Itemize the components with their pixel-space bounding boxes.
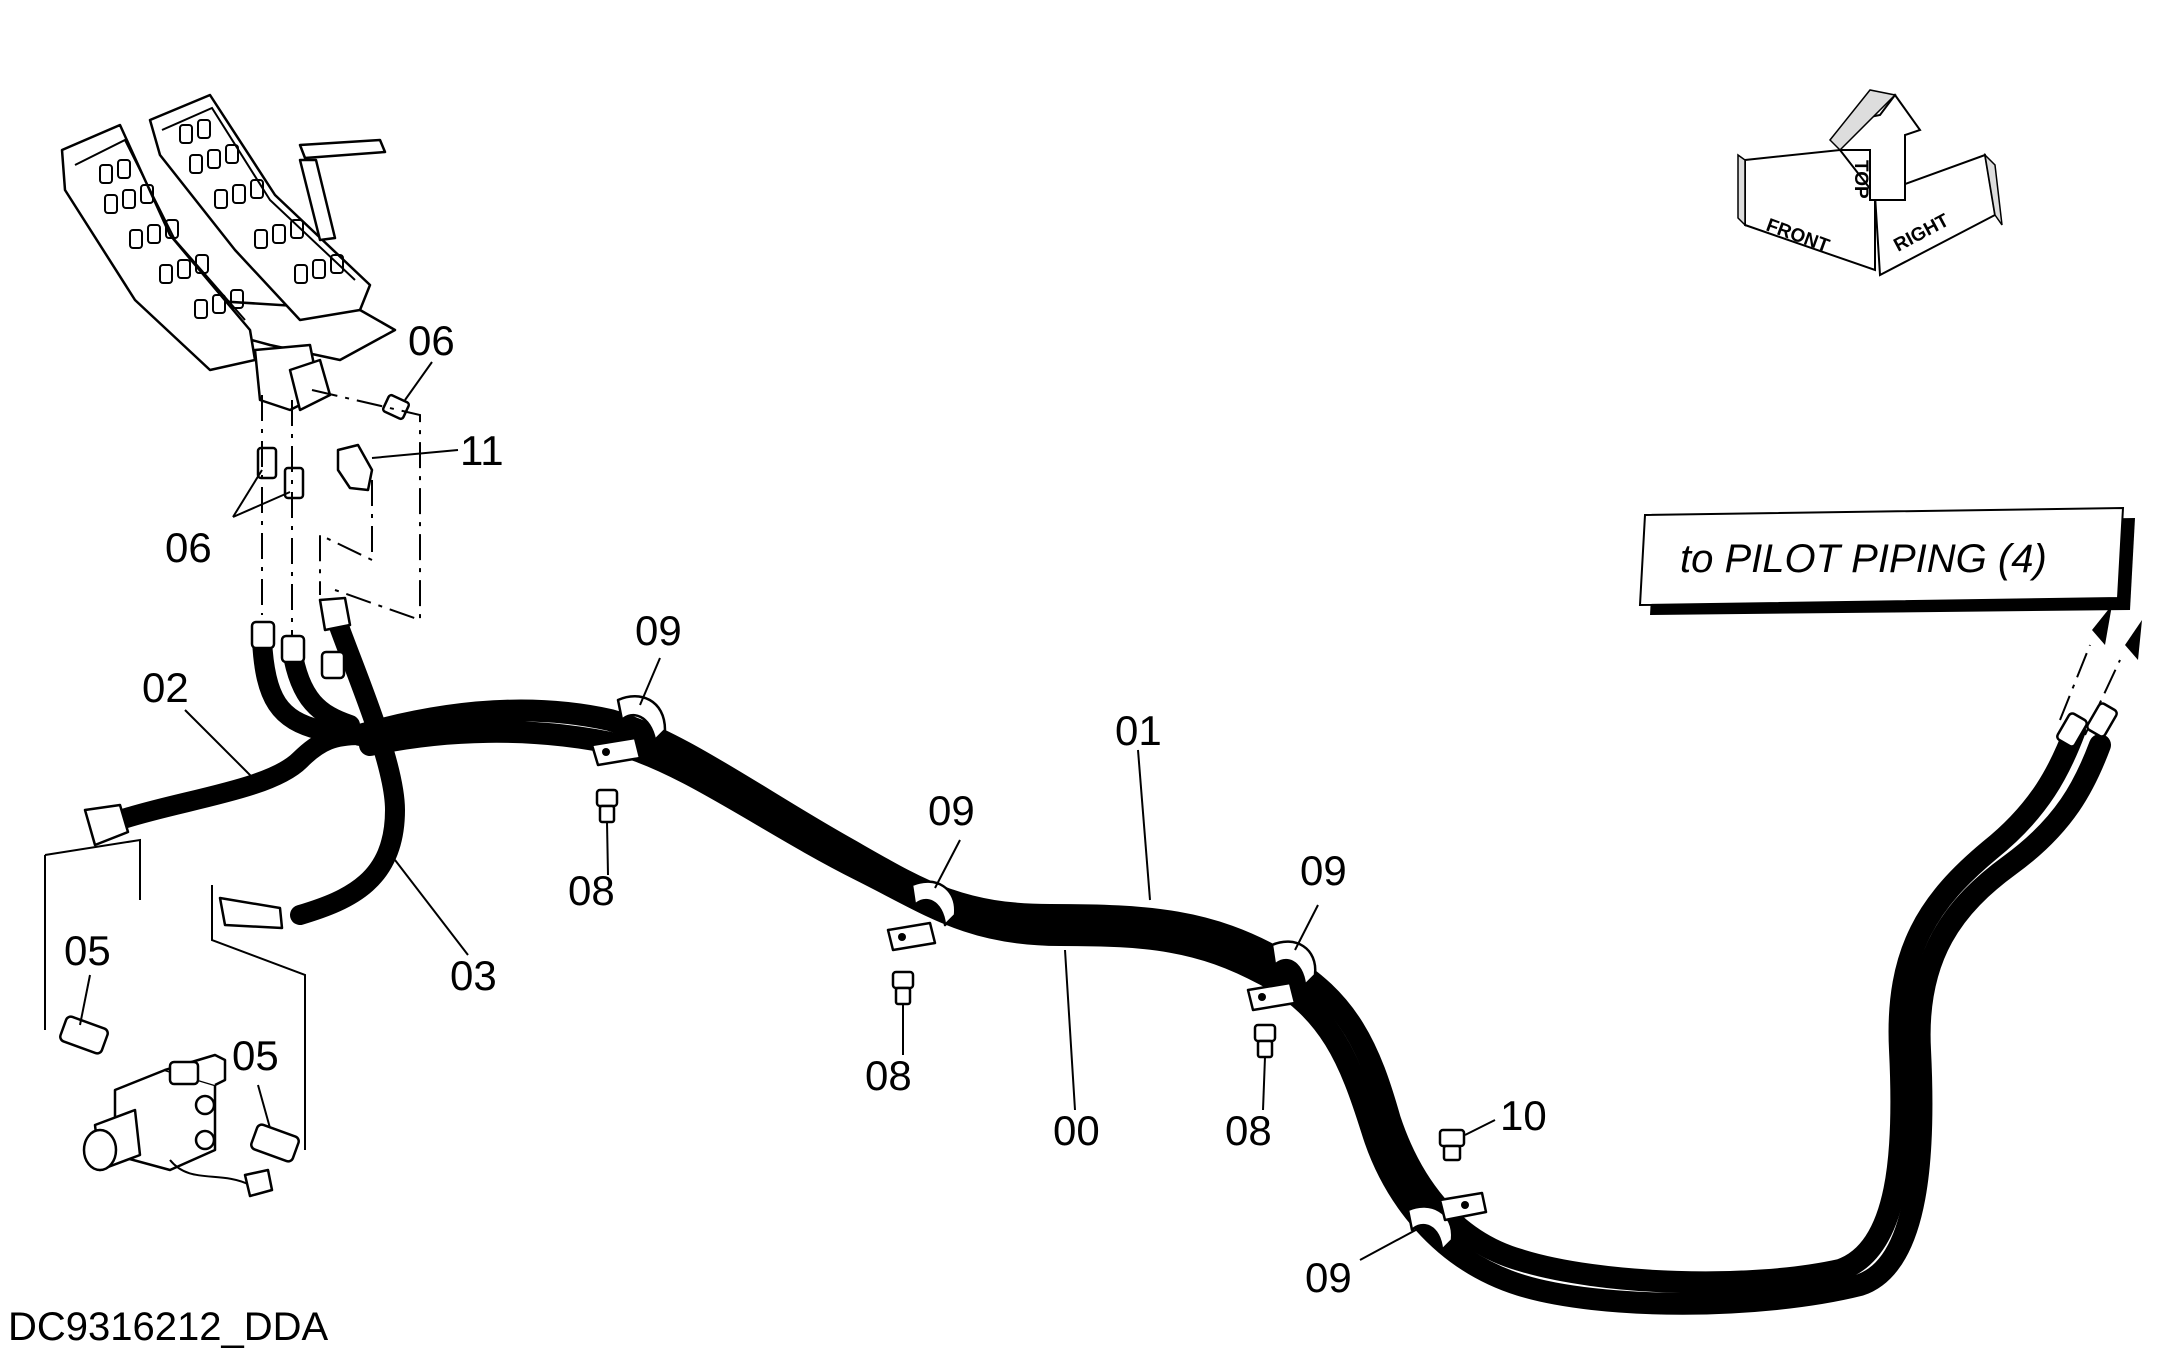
callout-10: 10 [1500, 1092, 1547, 1139]
fittings [59, 393, 1466, 1163]
callout-09-d: 09 [1305, 1254, 1352, 1301]
leader-lines [79, 361, 1496, 1261]
callout-06-top: 06 [408, 317, 455, 364]
bolt-10 [1438, 1128, 1466, 1162]
callout-08-b: 08 [865, 1052, 912, 1099]
solenoid-valve [82, 1053, 274, 1198]
callout-09-b: 09 [928, 787, 975, 834]
orientation-top-label: TOP [1850, 160, 1871, 199]
pedal-tread-right [179, 119, 344, 284]
callout-08-a: 08 [568, 867, 615, 914]
pilot-piping-reference[interactable]: to PILOT PIPING (4) [1638, 506, 2135, 615]
callout-05-right: 05 [232, 1032, 279, 1079]
clamp-09-d [1406, 1191, 1488, 1252]
callout-05-left: 05 [64, 927, 111, 974]
orientation-indicator: FRONT TOP RIGHT [1737, 89, 2003, 277]
callout-08-c: 08 [1225, 1107, 1272, 1154]
document-id: DC9316212_DDA [8, 1305, 329, 1349]
pedal-hoses [83, 596, 405, 930]
clamps [590, 695, 1488, 1252]
reference-label: to PILOT PIPING (4) [1680, 537, 2047, 581]
callout-00: 00 [1053, 1107, 1100, 1154]
bolt-08-a [595, 788, 619, 824]
bolt-08-b [891, 970, 915, 1006]
callout-01: 01 [1115, 707, 1162, 754]
callout-labels: 06 11 06 02 03 05 05 09 08 09 08 01 00 0… [64, 317, 1547, 1301]
pedal-tread-left [99, 159, 244, 319]
main-pipes [349, 605, 2142, 1315]
callout-06-pair: 06 [165, 524, 212, 571]
clamp-09-b [886, 880, 957, 952]
callout-11: 11 [460, 427, 504, 474]
callout-02: 02 [142, 664, 189, 711]
clamp-09-c [1246, 940, 1317, 1012]
callout-09-a: 09 [635, 607, 682, 654]
assembly-lines [44, 389, 2121, 1150]
pedal-assembly [60, 93, 397, 412]
callout-09-c: 09 [1300, 847, 1347, 894]
callout-03: 03 [450, 952, 497, 999]
clamp-09-a [590, 695, 667, 767]
bolt-08-c [1253, 1023, 1277, 1059]
